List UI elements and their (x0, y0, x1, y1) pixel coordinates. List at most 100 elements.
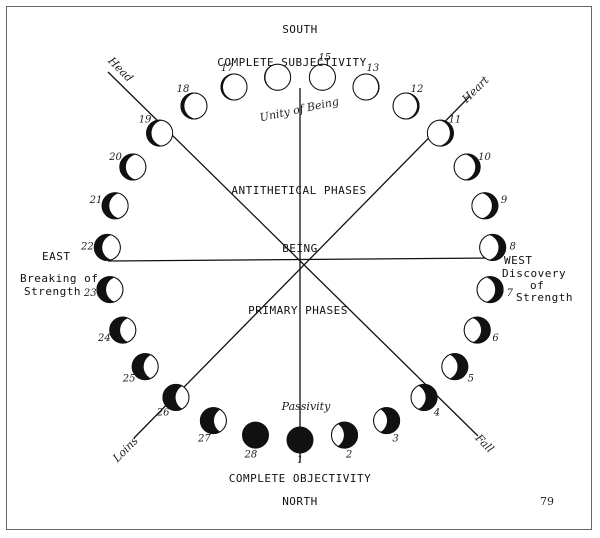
moon-lit-part (427, 120, 450, 147)
moon-lit-part (353, 73, 379, 100)
moon-lit-part (184, 92, 207, 119)
moon-phase: 4 (410, 383, 440, 419)
moon-lit-part (102, 234, 121, 261)
phase-number: 28 (244, 450, 258, 461)
moon-outline (308, 63, 336, 91)
moon-outline (96, 276, 124, 304)
phase-number: 20 (108, 152, 122, 163)
moon-outline (180, 92, 208, 120)
phase-number: 11 (449, 114, 462, 125)
moon-lit-part (441, 353, 458, 380)
moon-lit-part (411, 384, 426, 411)
phase-number: 10 (478, 152, 491, 163)
moon-phase: 24 (97, 316, 137, 344)
phase-number: 3 (392, 434, 398, 445)
moon-phase: 19 (139, 114, 174, 147)
moon-phase: 12 (392, 84, 423, 120)
moon-lit-part (331, 422, 344, 449)
moon-lit-part (479, 234, 499, 261)
phase-number: 8 (509, 241, 515, 252)
east-sub-2: Strength (24, 285, 81, 298)
moon-phase: 21 (89, 192, 129, 220)
phase-number: 15 (318, 52, 331, 63)
east-label: EAST (42, 250, 71, 263)
moon-lit-part (454, 154, 476, 180)
west-label: WEST (504, 254, 533, 267)
phase-number: 18 (177, 84, 190, 95)
moon-phase: 15 (308, 52, 336, 91)
moon-lit-part (109, 192, 129, 219)
moon-phase: 13 (352, 63, 380, 101)
moon-phase: 26 (156, 383, 190, 419)
moon-outline (476, 276, 504, 304)
moon-phase: 2 (331, 421, 359, 461)
phase-number: 2 (345, 450, 352, 461)
moon-lit-part (125, 154, 146, 180)
moon-outline (463, 316, 491, 344)
moon-outline (479, 233, 507, 261)
moon-phase: 1 (286, 426, 314, 466)
complete-objectivity-label: COMPLETE OBJECTIVITY (229, 472, 371, 485)
moon-lit-part (393, 92, 418, 119)
moon-outline (392, 92, 420, 120)
moon-outline (119, 153, 147, 181)
phase-number: 26 (156, 408, 170, 419)
moon-lit-part (471, 192, 492, 219)
west-sub-3: Strength (516, 291, 573, 304)
moon-lit-part (222, 73, 247, 100)
moon-outline (410, 383, 438, 411)
phase-number: 6 (492, 333, 499, 344)
moon-lit-part (120, 317, 136, 344)
moon-lit-part (477, 276, 496, 303)
heart-label: Heart (459, 73, 492, 106)
moon-lit-part (464, 317, 482, 344)
moon-lit-part (265, 64, 291, 91)
page-number: 79 (540, 495, 554, 508)
phase-number: 27 (197, 434, 211, 445)
being-label: BEING (282, 242, 318, 255)
fall-label: Fall (472, 431, 497, 456)
moon-lit-part (143, 353, 159, 380)
moon-phase: 9 (471, 192, 508, 220)
moon-lit-part (309, 64, 336, 91)
moon-outline (352, 73, 380, 101)
moon-outline (441, 353, 469, 381)
moon-disc (241, 421, 269, 449)
phase-number: 9 (501, 195, 508, 206)
moon-phase: 27 (197, 407, 227, 445)
moon-outline (426, 119, 454, 147)
moon-lit-part (213, 407, 227, 434)
moon-outline (373, 407, 401, 435)
antithetical-phases-label: ANTITHETICAL PHASES (231, 184, 366, 197)
moon-phase: 23 (83, 276, 124, 304)
phase-number: 23 (83, 288, 97, 299)
moon-phase (264, 63, 292, 91)
moon-outline (264, 63, 292, 91)
moon-outline (131, 353, 159, 381)
moon-outline (146, 119, 174, 147)
moon-outline (471, 192, 499, 220)
phase-number: 7 (507, 288, 514, 299)
moon-phase: 8 (479, 233, 516, 261)
moon-lit-part (106, 276, 123, 303)
moon-lit-part (151, 120, 173, 147)
phase-number: 24 (97, 333, 111, 344)
complete-subjectivity-label: COMPLETE SUBJECTIVITY (217, 56, 367, 69)
page-frame (6, 6, 592, 530)
phase-number: 1 (297, 455, 303, 466)
phase-number: 13 (366, 63, 379, 74)
horizontal-axis (107, 257, 496, 262)
primary-phases-label: PRIMARY PHASES (248, 304, 348, 317)
moon-outline (162, 383, 190, 411)
head-label: Head (105, 54, 136, 85)
moon-phase: 17 (220, 63, 248, 101)
moon-phase: 11 (426, 114, 462, 147)
diagonal-heart-loins (133, 95, 471, 439)
phase-number: 4 (433, 408, 440, 419)
moon-phase: 6 (463, 316, 499, 344)
moon-phase: 7 (476, 276, 514, 304)
moon-outline (331, 421, 359, 449)
